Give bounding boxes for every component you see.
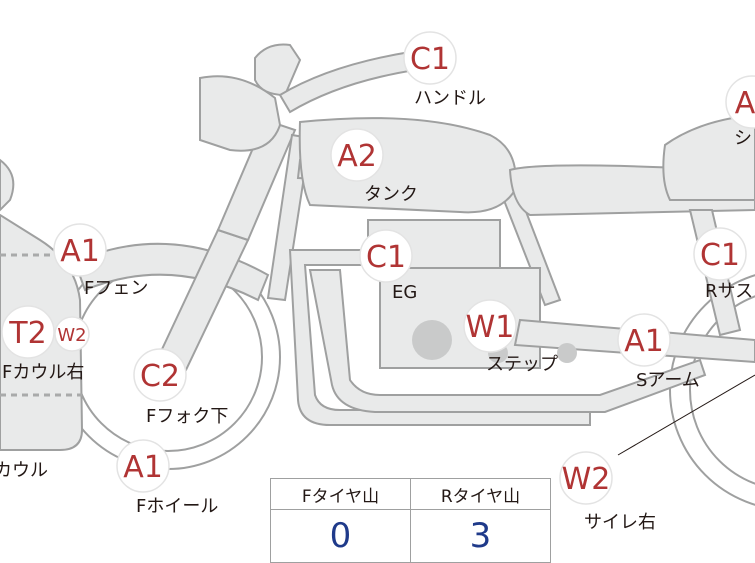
label-f-wheel: Fホイール (136, 496, 219, 517)
badge-r-suspension: C1 (693, 227, 747, 281)
badge-f-cowl-right-w-code: W2 (57, 325, 86, 346)
tire-tread-table: Fタイヤ山 Rタイヤ山 0 3 (270, 478, 551, 563)
badge-f-fork-lower: C2 (133, 348, 187, 402)
badge-seat: A (725, 75, 755, 129)
label-silencer-right: サイレ右 (584, 512, 656, 533)
badge-f-fork-lower-code: C2 (140, 359, 180, 394)
badge-tank-code: A2 (337, 139, 377, 174)
rear-wheel-outline (669, 274, 755, 506)
step-dot-right (557, 343, 577, 363)
badge-silencer-right-code: W2 (562, 462, 611, 497)
label-f-fender: Fフェン (84, 278, 149, 299)
badge-f-cowl-right-t-code: T2 (8, 316, 46, 351)
label-seat: シ (734, 128, 752, 149)
label-step: ステップ (486, 354, 558, 375)
label-tank: タンク (364, 184, 418, 205)
badge-engine: C1 (359, 229, 413, 283)
tire-table-header-front: Fタイヤ山 (270, 478, 411, 510)
fork-upper-shape (216, 118, 297, 242)
badge-engine-code: C1 (366, 240, 406, 275)
label-f-fork-lower: Fフォク下 (146, 406, 229, 427)
badge-f-fender: A1 (53, 223, 107, 277)
badge-r-suspension-code: C1 (700, 238, 740, 273)
label-r-suspension: Rサス (705, 281, 754, 302)
front-cowl-shape (0, 158, 84, 451)
headlight-shape (199, 75, 282, 152)
badge-handle: C1 (403, 31, 457, 85)
engine-cover-dot (412, 320, 452, 360)
badge-silencer-right: W2 (559, 451, 613, 505)
meter-shape (254, 43, 302, 97)
badge-handle-code: C1 (410, 42, 450, 77)
tail-cowl-shape (662, 113, 755, 201)
badge-f-wheel: A1 (116, 439, 170, 493)
label-handle: ハンドル (414, 88, 486, 109)
badge-f-wheel-code: A1 (123, 450, 163, 485)
silencer-leader-line (617, 374, 755, 456)
exhaust-pipe-shape (308, 269, 707, 413)
label-f-cowl-right: Fカウル右 (2, 362, 85, 383)
rear-wheel-inner (689, 295, 755, 485)
badge-s-arm: A1 (617, 313, 671, 367)
frame-lower-tube (288, 249, 591, 426)
badge-f-cowl-right-t: T2 (1, 305, 55, 359)
badge-step-code: W1 (466, 310, 515, 345)
tire-table-header-rear: Rタイヤ山 (410, 478, 551, 510)
badge-seat-code: A (735, 86, 755, 121)
badge-f-cowl-right-w: W2 (54, 316, 90, 352)
badge-f-fender-code: A1 (60, 234, 100, 269)
tire-table-value-front: 0 (270, 509, 411, 563)
label-engine: EG (392, 282, 418, 303)
badge-s-arm-code: A1 (624, 324, 664, 359)
badge-tank: A2 (330, 128, 384, 182)
badge-step: W1 (463, 299, 517, 353)
tire-table-value-rear: 3 (410, 509, 551, 563)
label-cowl-left: カウル (0, 460, 48, 481)
label-s-arm: Sアーム (636, 370, 700, 391)
